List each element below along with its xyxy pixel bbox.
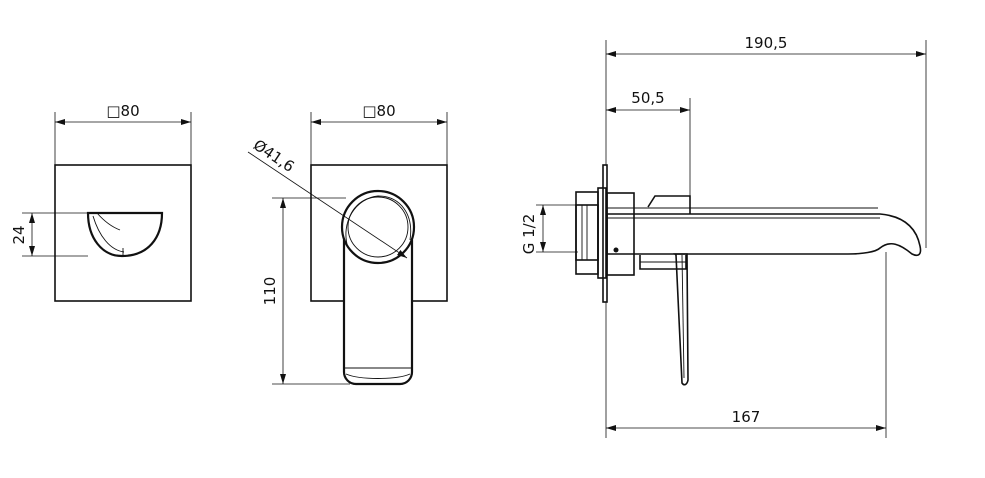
front-cover-plate	[54, 164, 192, 302]
front-outlet-height-dimension: 24	[10, 212, 88, 257]
front-outlet-height-label: 24	[10, 225, 28, 244]
side-spout-label: 167	[732, 408, 761, 426]
side-thread-dimension: G 1/2	[520, 204, 578, 255]
side-spout-screw-icon	[613, 247, 619, 253]
side-lever	[673, 253, 689, 386]
front-width-dimension: □80	[54, 102, 192, 165]
mid-lever-height-label: 110	[261, 277, 279, 306]
middle-view: □80 Ø41,6 110	[247, 102, 448, 386]
side-connector	[575, 164, 608, 303]
mid-lever-height-dimension: 110	[261, 197, 350, 385]
mid-diameter-label: Ø41,6	[250, 136, 298, 176]
front-view: □80 24	[10, 102, 192, 302]
side-depth-label: 50,5	[631, 89, 664, 107]
front-width-label: □80	[106, 102, 139, 120]
side-spout	[606, 207, 922, 257]
mid-width-dimension: □80	[310, 102, 448, 165]
side-depth-dimension: 50,5	[606, 89, 691, 196]
side-view: 190,5 50,5 167 G 1/2	[520, 34, 927, 438]
side-thread-label: G 1/2	[520, 214, 538, 255]
side-spout-dimension: 167	[605, 252, 887, 438]
mid-handle	[340, 189, 416, 265]
side-body	[606, 192, 691, 276]
mid-width-label: □80	[362, 102, 395, 120]
front-outlet	[86, 211, 164, 258]
side-overall-dimension: 190,5	[605, 34, 927, 248]
side-overall-label: 190,5	[745, 34, 788, 52]
mid-lever	[342, 226, 414, 386]
